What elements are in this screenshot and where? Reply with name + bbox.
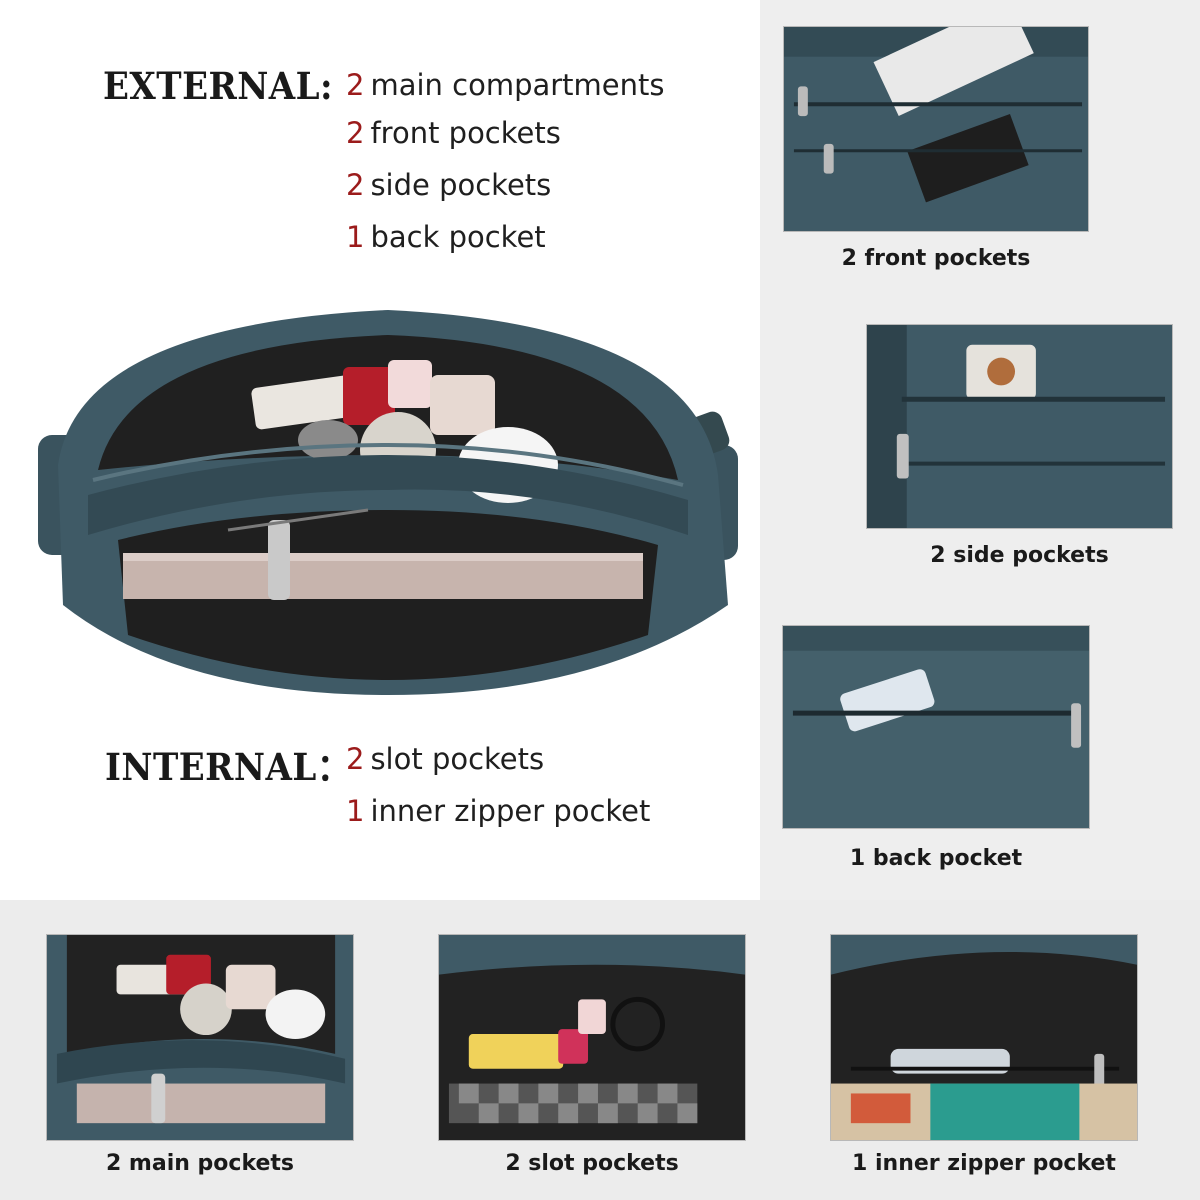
back-pocket-caption: 1 back pocket bbox=[849, 846, 1023, 871]
back-pocket-photo bbox=[782, 625, 1090, 829]
front-pockets-caption: 2 front pockets bbox=[841, 246, 1031, 271]
item-count: 2 bbox=[346, 168, 365, 202]
inner-zipper-pocket-photo bbox=[830, 934, 1138, 1141]
inner-zipper-pocket-caption: 1 inner zipper pocket bbox=[852, 1151, 1116, 1176]
slot-pockets-photo bbox=[438, 934, 746, 1141]
item-label: slot pockets bbox=[370, 742, 545, 776]
item-count: 2 bbox=[346, 116, 365, 150]
internal-heading: INTERNAL： bbox=[105, 745, 352, 789]
item-count: 1 bbox=[346, 794, 365, 828]
item-label: back pocket bbox=[370, 220, 546, 254]
side-pockets-caption: 2 side pockets bbox=[930, 543, 1109, 568]
slot-pockets-caption: 2 slot pockets bbox=[505, 1151, 679, 1176]
item-label: main compartments bbox=[370, 68, 665, 102]
side-pockets-photo bbox=[866, 324, 1173, 529]
item-label: inner zipper pocket bbox=[370, 794, 651, 828]
item-label: side pockets bbox=[370, 168, 552, 202]
item-count: 1 bbox=[346, 220, 365, 254]
main-pockets-caption: 2 main pockets bbox=[105, 1151, 295, 1176]
front-pockets-photo bbox=[783, 26, 1089, 232]
external-heading: EXTERNAL: bbox=[103, 64, 334, 108]
item-label: front pockets bbox=[370, 116, 561, 150]
main-bag-image bbox=[38, 305, 738, 700]
main-pockets-photo bbox=[46, 934, 354, 1141]
item-count: 2 bbox=[346, 68, 365, 102]
item-count: 2 bbox=[346, 742, 365, 776]
